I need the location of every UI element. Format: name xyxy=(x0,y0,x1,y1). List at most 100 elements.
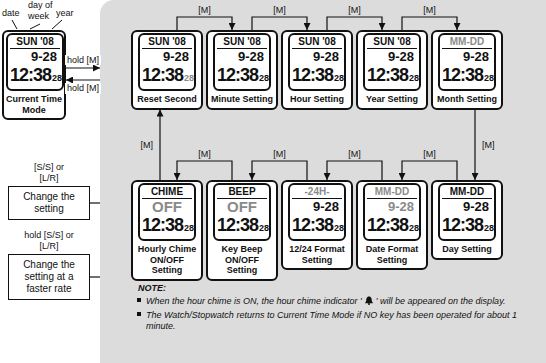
leader-line xyxy=(30,24,40,29)
watch-display: SUN '089-2812:3828Hour Setting xyxy=(281,30,353,110)
edge-label: hold [M] xyxy=(65,55,101,66)
edge-label: [M] xyxy=(140,140,155,151)
leader-line xyxy=(12,20,17,29)
flow-arrow xyxy=(252,17,307,30)
watch-display: MM-DD9-2812:3828Month Setting xyxy=(431,30,503,110)
display-time: 12:38 xyxy=(442,215,483,235)
leader-line xyxy=(52,20,62,29)
display-time: 12:38 xyxy=(442,65,483,85)
lcd-screen: MM-DD9-2812:3828 xyxy=(363,183,421,241)
display-top: SUN '08 xyxy=(142,36,192,49)
edge-label: [M] xyxy=(347,5,362,16)
mode-caption: Day Setting xyxy=(435,244,499,257)
display-middle: 9-28 xyxy=(442,49,492,65)
display-bottom: 12:3828 xyxy=(292,65,342,88)
callout-label: date xyxy=(2,8,32,19)
flow-arrow xyxy=(177,17,232,30)
lcd-screen: SUN '089-2812:3828 xyxy=(213,33,271,91)
flow-arrow xyxy=(402,17,457,30)
edge-label: [M] xyxy=(347,149,362,160)
lcd-screen: MM-DD9-2812:3828 xyxy=(438,33,496,91)
watch-display: BEEPOFF12:3828Key Beep ON/OFF Setting xyxy=(206,180,278,281)
mode-caption: Hour Setting xyxy=(285,94,349,107)
edge-label: [M] xyxy=(272,5,287,16)
edge-label: [M] xyxy=(197,5,212,16)
display-bottom: 12:3828 xyxy=(142,65,192,88)
display-seconds: 28 xyxy=(334,73,344,83)
display-middle: 9-28 xyxy=(367,49,417,65)
watch-display: -24H-9-2812:382812/24 Format Setting xyxy=(281,180,353,270)
display-bottom: 12:3828 xyxy=(367,65,417,88)
bullet xyxy=(137,312,141,316)
display-middle: 9-28 xyxy=(292,49,342,65)
edge-label: [M] xyxy=(197,149,212,160)
display-seconds: 28 xyxy=(484,73,494,83)
edge-label: [S/S] or [L/R] xyxy=(23,162,75,183)
flow-arrow xyxy=(66,67,100,68)
callout-label: year xyxy=(56,8,86,19)
lcd-screen: SUN '089-2812:3828 xyxy=(138,33,196,91)
edge-label: [M] xyxy=(422,5,437,16)
display-top: SUN '08 xyxy=(367,36,417,49)
flow-arrow xyxy=(66,79,100,80)
mode-caption: Month Setting xyxy=(435,94,499,107)
display-time: 12:38 xyxy=(10,65,51,85)
mode-caption: Key Beep ON/OFF Setting xyxy=(210,244,274,278)
display-time: 12:38 xyxy=(217,65,258,85)
watch-display: CHIMEOFF12:3828Hourly Chime ON/OFF Setti… xyxy=(131,180,203,281)
watch-display: SUN '089-2812:3828Reset Second xyxy=(131,30,203,110)
display-seconds: 28 xyxy=(334,223,344,233)
chime-indicator-icon xyxy=(364,296,374,305)
flow-arrow xyxy=(252,161,307,180)
edge-label: hold [M] xyxy=(65,83,101,94)
mode-caption: Date Format Setting xyxy=(360,244,424,267)
lcd-screen: CHIMEOFF12:3828 xyxy=(138,183,196,241)
display-middle: OFF xyxy=(142,199,192,215)
lcd-screen: SUN '089-2812:3828 xyxy=(6,33,64,91)
display-middle: 9-28 xyxy=(142,49,192,65)
note-text: When the hour chime is ON, the hour chim… xyxy=(146,296,362,306)
display-bottom: 12:3828 xyxy=(10,65,60,88)
display-middle: OFF xyxy=(217,199,267,215)
action-box: Change the setting xyxy=(8,186,90,220)
display-top: -24H- xyxy=(292,186,342,199)
flow-arrow xyxy=(327,17,382,30)
settings-panel: NOTE:SUN '089-2812:3828Reset SecondSUN '… xyxy=(100,0,546,363)
display-seconds: 28 xyxy=(409,73,419,83)
display-top: SUN '08 xyxy=(292,36,342,49)
action-box: Change the setting at a faster rate xyxy=(8,254,90,300)
display-top: SUN '08 xyxy=(217,36,267,49)
display-top: SUN '08 xyxy=(10,36,60,49)
lcd-screen: SUN '089-2812:3828 xyxy=(363,33,421,91)
display-time: 12:38 xyxy=(142,215,183,235)
display-top: CHIME xyxy=(142,186,192,199)
display-time: 12:38 xyxy=(367,65,408,85)
display-top: BEEP xyxy=(217,186,267,199)
flow-arrow xyxy=(90,276,100,277)
display-bottom: 12:3828 xyxy=(442,65,492,88)
display-seconds: 28 xyxy=(259,73,269,83)
mode-caption: Current Time Mode xyxy=(6,94,62,117)
lcd-screen: MM-DD9-2812:3828 xyxy=(438,183,496,241)
display-middle: 9-28 xyxy=(367,199,417,215)
display-time: 12:38 xyxy=(292,215,333,235)
settings-panel xyxy=(100,0,546,363)
display-bottom: 12:3828 xyxy=(292,215,342,238)
edge-label: [M] xyxy=(422,149,437,160)
display-bottom: 12:3828 xyxy=(217,215,267,238)
display-time: 12:38 xyxy=(292,65,333,85)
note-heading: NOTE: xyxy=(138,283,166,293)
lcd-screen: SUN '089-2812:3828 xyxy=(288,33,346,91)
flow-arrow xyxy=(402,161,457,180)
callout-label: day of week xyxy=(28,0,60,22)
lcd-screen: -24H-9-2812:3828 xyxy=(288,183,346,241)
display-bottom: 12:3828 xyxy=(367,215,417,238)
mode-caption: Hourly Chime ON/OFF Setting xyxy=(135,244,199,278)
edge-label: [M] xyxy=(481,140,496,151)
lcd-screen: BEEPOFF12:3828 xyxy=(213,183,271,241)
display-time: 12:38 xyxy=(367,215,408,235)
display-bottom: 12:3828 xyxy=(217,65,267,88)
display-middle: 9-28 xyxy=(10,49,60,65)
flow-arrow xyxy=(327,161,382,180)
action-text: Change the setting xyxy=(14,191,84,215)
